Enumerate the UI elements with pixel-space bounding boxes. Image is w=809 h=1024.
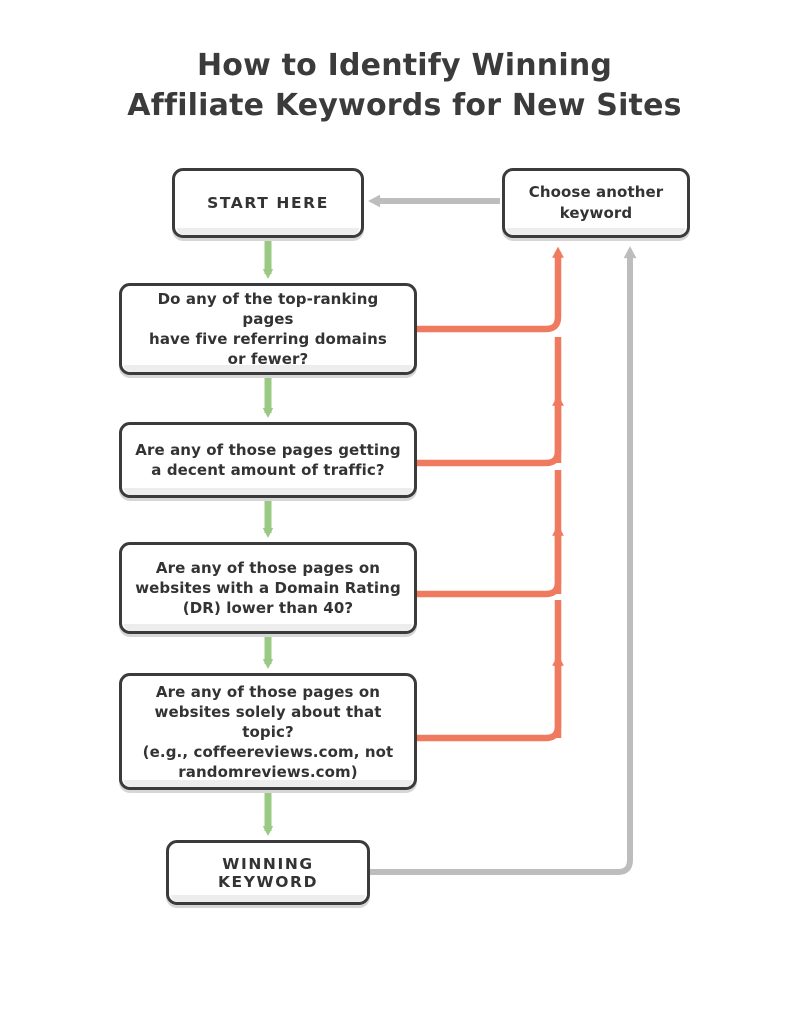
q3-line-1: Are any of those pages on (155, 559, 381, 577)
choose-line-1: Choose another (528, 183, 664, 201)
q1-line-2: have five referring domains (149, 330, 387, 348)
page-title: How to Identify Winning Affiliate Keywor… (0, 46, 809, 126)
q4-line-1: Are any of those pages on (155, 682, 381, 701)
node-question-referring-domains[interactable]: Do any of the top-ranking pages have fiv… (119, 283, 417, 375)
node-start-here-label: START HERE (207, 194, 329, 212)
edge-winning-to-choose (370, 246, 637, 875)
node-choose-another-keyword[interactable]: Choose another keyword (502, 168, 690, 238)
q1-line-3: or fewer? (227, 350, 309, 368)
title-line-2: Affiliate Keywords for New Sites (127, 88, 682, 123)
q4-line-2: websites solely about that topic? (154, 702, 382, 741)
no-path-group (417, 246, 564, 742)
node-question-referring-domains-label: Do any of the top-ranking pages have fiv… (122, 289, 414, 369)
title-line-1: How to Identify Winning (196, 48, 613, 83)
node-start-here[interactable]: START HERE (172, 168, 364, 238)
q3-line-3: (DR) lower than 40? (182, 599, 354, 617)
node-question-domain-rating[interactable]: Are any of those pages on websites with … (119, 542, 417, 634)
edge-q2-to-choose (417, 394, 564, 467)
node-question-topical-site[interactable]: Are any of those pages on websites solel… (119, 673, 417, 790)
node-winning-keyword-label: WINNING KEYWORD (217, 854, 319, 891)
edge-q4-to-choose (417, 654, 564, 742)
q1-line-1: Do any of the top-ranking pages (157, 290, 379, 328)
node-question-topical-site-label: Are any of those pages on websites solel… (122, 682, 414, 782)
node-choose-another-keyword-label: Choose another keyword (519, 182, 674, 224)
node-winning-keyword[interactable]: WINNING KEYWORD (166, 840, 370, 905)
neutral-path-group (368, 194, 637, 875)
footer: cc i https://ahrefs.com/blog/amazon-affi… (0, 929, 809, 1024)
node-question-traffic[interactable]: Are any of those pages getting a decent … (119, 422, 417, 498)
q2-line-2: a decent amount of traffic? (151, 461, 385, 479)
q3-line-2: websites with a Domain Rating (135, 579, 401, 597)
node-question-traffic-label: Are any of those pages getting a decent … (125, 440, 410, 480)
node-question-domain-rating-label: Are any of those pages on websites with … (125, 558, 411, 618)
q2-line-1: Are any of those pages getting (135, 441, 401, 459)
edge-q3-to-choose (417, 524, 564, 598)
edge-q1-to-choose (417, 246, 564, 333)
q4-line-4: randomreviews.com) (178, 762, 358, 781)
choose-line-2: keyword (559, 204, 633, 222)
q4-line-3: (e.g., coffeereviews.com, not (142, 742, 394, 761)
